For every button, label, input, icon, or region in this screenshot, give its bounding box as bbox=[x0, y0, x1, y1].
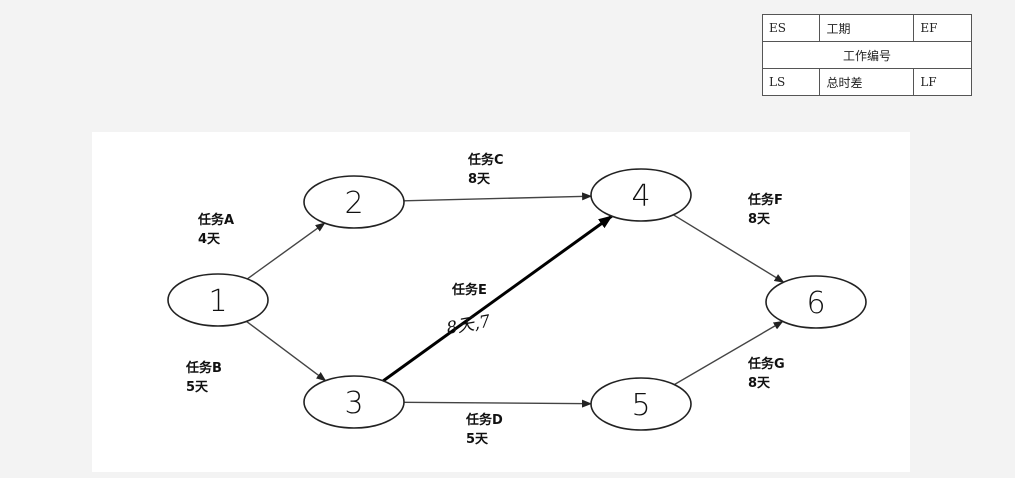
legend-duration: 工期 bbox=[819, 14, 915, 42]
node-number: 4 bbox=[631, 179, 650, 214]
event-node-3: 3 bbox=[303, 375, 405, 429]
node-number: 2 bbox=[344, 186, 363, 221]
node-ellipse bbox=[590, 168, 692, 222]
edge-arrow-2-4 bbox=[403, 192, 593, 202]
legend-ls: LS bbox=[761, 68, 821, 96]
edges-layer bbox=[246, 192, 785, 408]
edge-task-label: 任务F bbox=[747, 192, 783, 208]
legend-es: ES bbox=[761, 14, 821, 42]
edge-task-label: 任务C bbox=[467, 152, 504, 168]
node-legend-table: ES 工期 EF 工作编号 LS 总时差 LF bbox=[761, 14, 972, 96]
legend-ef: EF bbox=[913, 14, 972, 42]
node-ellipse bbox=[765, 275, 867, 329]
node-number: 3 bbox=[344, 386, 363, 421]
event-node-1: 1 bbox=[167, 273, 269, 327]
edge-duration-label: 8天 bbox=[468, 172, 491, 187]
edge-task-label: 任务D bbox=[465, 412, 503, 428]
legend-lf: LF bbox=[913, 68, 972, 96]
event-node-5: 5 bbox=[590, 377, 692, 431]
handwritten-annotation: 8天,7 bbox=[445, 312, 492, 339]
node-number: 6 bbox=[806, 286, 825, 321]
event-node-2: 2 bbox=[303, 175, 405, 229]
edge-arrow-3-5 bbox=[403, 399, 592, 408]
legend-task-id: 工作编号 bbox=[762, 41, 972, 69]
edge-arrow-5-6 bbox=[673, 320, 784, 386]
node-ellipse bbox=[303, 175, 405, 229]
edge-task-label: 任务A bbox=[197, 212, 234, 228]
edge-arrow-3-4 bbox=[382, 214, 613, 383]
edge-task-label: 任务G bbox=[747, 356, 785, 372]
edge-arrow-1-2 bbox=[246, 222, 326, 280]
edge-duration-label: 5天 bbox=[466, 432, 489, 447]
event-node-6: 6 bbox=[765, 275, 867, 329]
edge-task-label: 任务B bbox=[185, 360, 222, 376]
edge-duration-label: 8天 bbox=[748, 212, 771, 227]
node-ellipse bbox=[167, 273, 269, 327]
node-number: 1 bbox=[208, 284, 227, 319]
node-number: 5 bbox=[631, 388, 650, 423]
event-node-4: 4 bbox=[590, 168, 692, 222]
nodes-layer: 1 2 3 4 5 6 bbox=[167, 168, 867, 431]
edge-task-label: 任务E bbox=[451, 282, 487, 298]
edge-duration-label: 5天 bbox=[186, 380, 209, 395]
legend-total-float: 总时差 bbox=[819, 68, 915, 96]
edge-arrow-1-3 bbox=[246, 320, 327, 382]
node-ellipse bbox=[303, 375, 405, 429]
edge-duration-label: 8天 bbox=[748, 376, 771, 391]
edge-duration-label: 4天 bbox=[198, 232, 221, 247]
edge-arrow-4-6 bbox=[673, 214, 785, 283]
node-ellipse bbox=[590, 377, 692, 431]
